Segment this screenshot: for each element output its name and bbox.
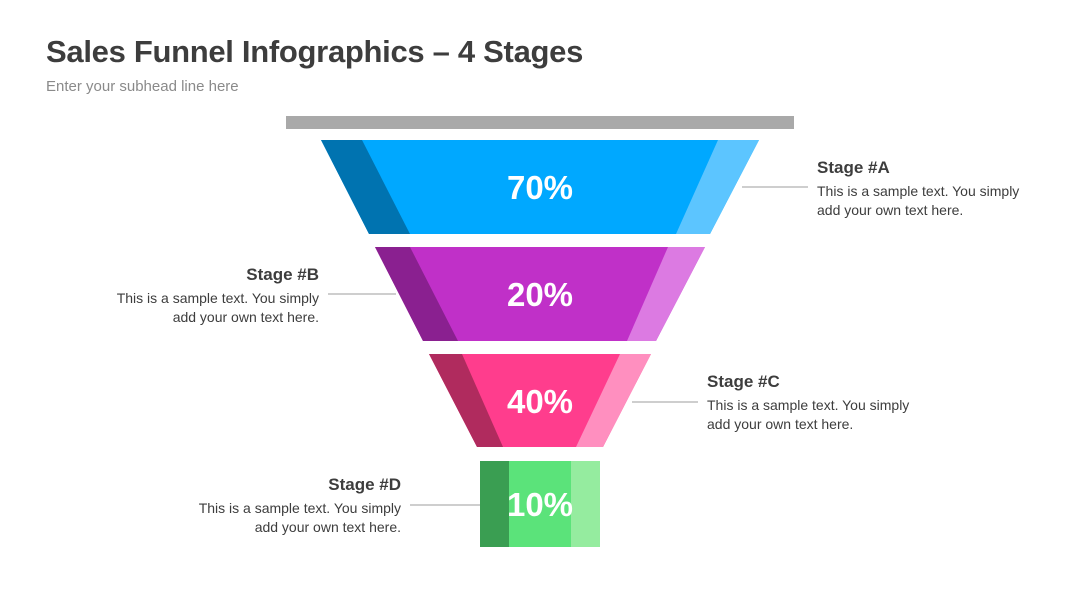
stage-b-percent: 20% [507,276,573,313]
stage-c-shade-right [576,354,651,447]
page-subtitle: Enter your subhead line here [46,78,239,95]
stage-b-desc-line1: This is a sample text. You simply [116,290,319,306]
stage-d-shade-right [571,461,600,547]
stage-a-description: This is a sample text. You simply add yo… [817,182,1037,220]
stage-a-desc-line1: This is a sample text. You simply [817,183,1020,199]
stage-d-description: This is a sample text. You simply add yo… [181,499,401,537]
stage-d-shade-left [480,461,509,547]
stage-b-shade-left [375,247,458,341]
stage-a-percent: 70% [507,169,573,206]
stage-a-shade-left [321,140,410,234]
stage-a-desc-line2: add your own text here. [817,202,964,218]
stage-b-title: Stage #B [246,265,319,284]
stage-c-desc-line1: This is a sample text. You simply [707,397,910,413]
stage-a-title: Stage #A [817,158,890,177]
page-title: Sales Funnel Infographics – 4 Stages [46,34,584,69]
stage-b-label: Stage #B This is a sample text. You simp… [99,265,319,327]
stage-d-desc-line1: This is a sample text. You simply [198,500,401,516]
funnel-stage-b: 20% [375,247,705,341]
stage-d-title: Stage #D [328,475,401,494]
stage-b-desc-line2: add your own text here. [172,309,319,325]
stage-b-shade-right [627,247,705,341]
stage-d-percent: 10% [507,486,573,523]
stage-a-main [321,140,759,234]
stage-c-desc-line2: add your own text here. [707,416,854,432]
stage-c-percent: 40% [507,383,573,420]
stage-d-desc-line2: add your own text here. [254,519,401,535]
funnel-rim [286,116,794,129]
stage-b-description: This is a sample text. You simply add yo… [99,289,319,327]
stage-c-shade-left [429,354,503,447]
stage-b-main [375,247,705,341]
stage-d-label: Stage #D This is a sample text. You simp… [181,475,401,537]
stage-a-shade-right [676,140,759,234]
stage-c-label: Stage #C This is a sample text. You simp… [707,372,927,434]
stage-a-label: Stage #A This is a sample text. You simp… [817,158,1037,220]
stage-c-description: This is a sample text. You simply add yo… [707,396,927,434]
stage-c-title: Stage #C [707,372,780,391]
funnel-stage-a: 70% [321,140,759,234]
funnel-stage-c: 40% [429,354,651,447]
funnel-stage-d: 10% [480,461,600,547]
